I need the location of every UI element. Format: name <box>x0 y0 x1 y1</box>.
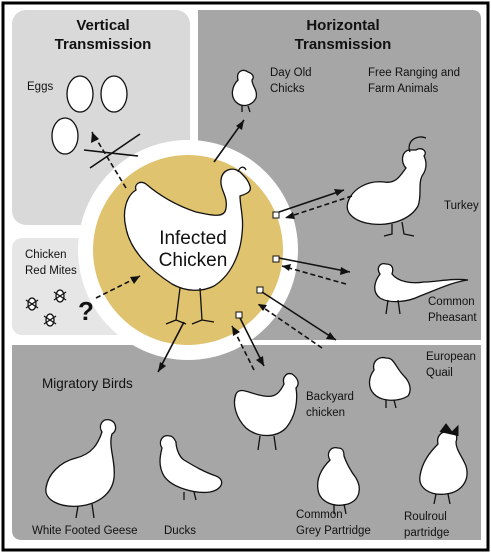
vertical-title-line1: Vertical <box>76 17 129 34</box>
grey-partridge-label-line2: Grey Partridge <box>296 525 371 537</box>
center-label-line1: Infected <box>159 228 227 249</box>
grey-partridge-label-line1: Common <box>296 509 343 521</box>
roulroul-label-line1: Roulroul <box>404 511 447 523</box>
geese-label: White Footed Geese <box>32 525 137 537</box>
ducks-label: Ducks <box>164 525 196 537</box>
day-old-chicks-label-line1: Day Old <box>270 67 312 79</box>
horizontal-title-line2: Transmission <box>295 36 392 53</box>
question-mark: ? <box>78 296 94 326</box>
eggs-label: Eggs <box>27 81 53 93</box>
quail-label-line1: European <box>426 351 476 363</box>
arrow-origin-marker <box>273 256 279 262</box>
vertical-title-line2: Transmission <box>55 36 152 53</box>
pheasant-label-line2: Pheasant <box>428 312 477 324</box>
free-ranging-label-line2: Farm Animals <box>368 83 439 95</box>
egg-icon <box>101 76 127 112</box>
egg-icon <box>67 76 93 112</box>
quail-label-line2: Quail <box>426 367 453 379</box>
mites-label-line1: Chicken <box>25 249 67 261</box>
mites-label-line2: Red Mites <box>25 265 77 277</box>
migratory-birds-label: Migratory Birds <box>42 376 133 391</box>
day-old-chicks-label-line2: Chicks <box>270 83 305 95</box>
arrow-origin-marker <box>273 212 279 218</box>
center-label-line2: Chicken <box>159 250 228 271</box>
horizontal-title-line1: Horizontal <box>306 17 379 34</box>
pheasant-label-line1: Common <box>428 296 475 308</box>
roulroul-label-line2: partridge <box>404 527 449 539</box>
turkey-label: Turkey <box>444 200 479 212</box>
free-ranging-label-line1: Free Ranging and <box>368 67 460 79</box>
backyard-chicken-label-line2: chicken <box>306 407 345 419</box>
egg-icon <box>52 118 78 154</box>
backyard-chicken-label-line1: Backyard <box>306 391 354 403</box>
arrow-origin-marker <box>236 312 242 318</box>
